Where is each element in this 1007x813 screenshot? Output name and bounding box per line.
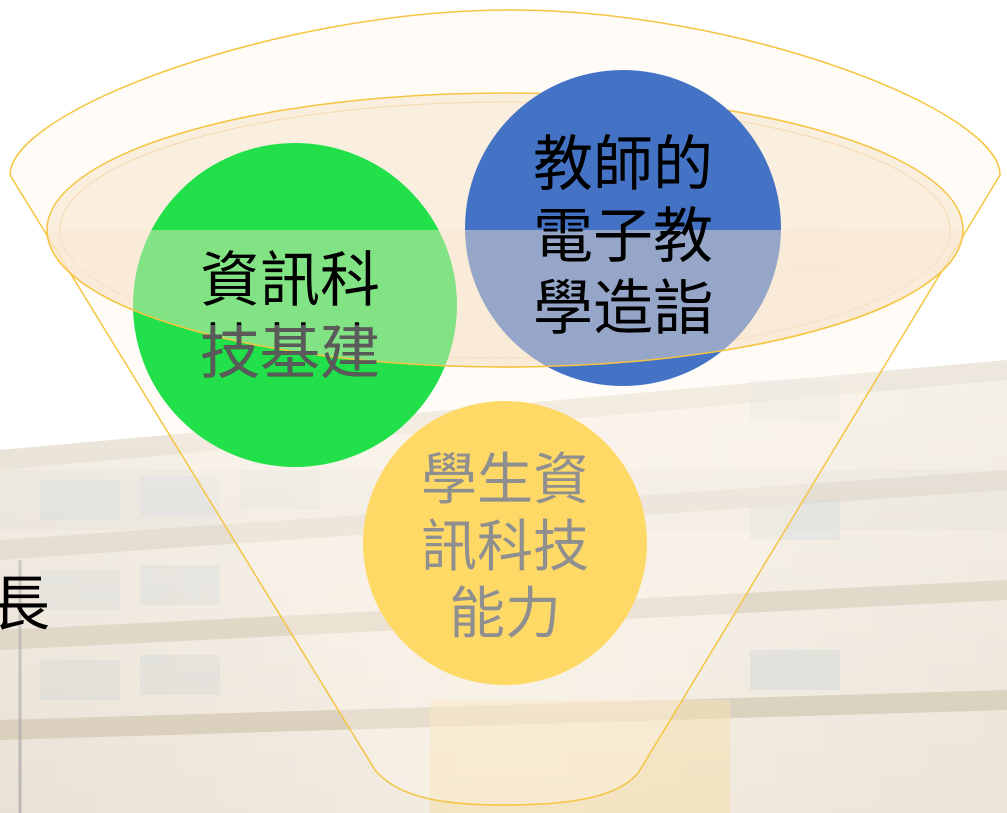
circle-student-label: 學生資 訊科技 能力 <box>421 448 589 647</box>
edge-cropped-text: 長 <box>0 570 50 640</box>
circle-infra <box>133 143 457 467</box>
circle-infra-label: 資訊科 技基建 <box>200 246 380 388</box>
circle-student <box>363 401 647 685</box>
circle-teacher-label: 教師的 電子教 學造詣 <box>533 130 713 344</box>
funnel-rim-inner <box>59 101 951 359</box>
circle-teacher <box>465 70 781 386</box>
circle-infra-label-lower: 資訊科 技基建 <box>200 318 380 388</box>
rim-overlay-front <box>46 229 964 368</box>
